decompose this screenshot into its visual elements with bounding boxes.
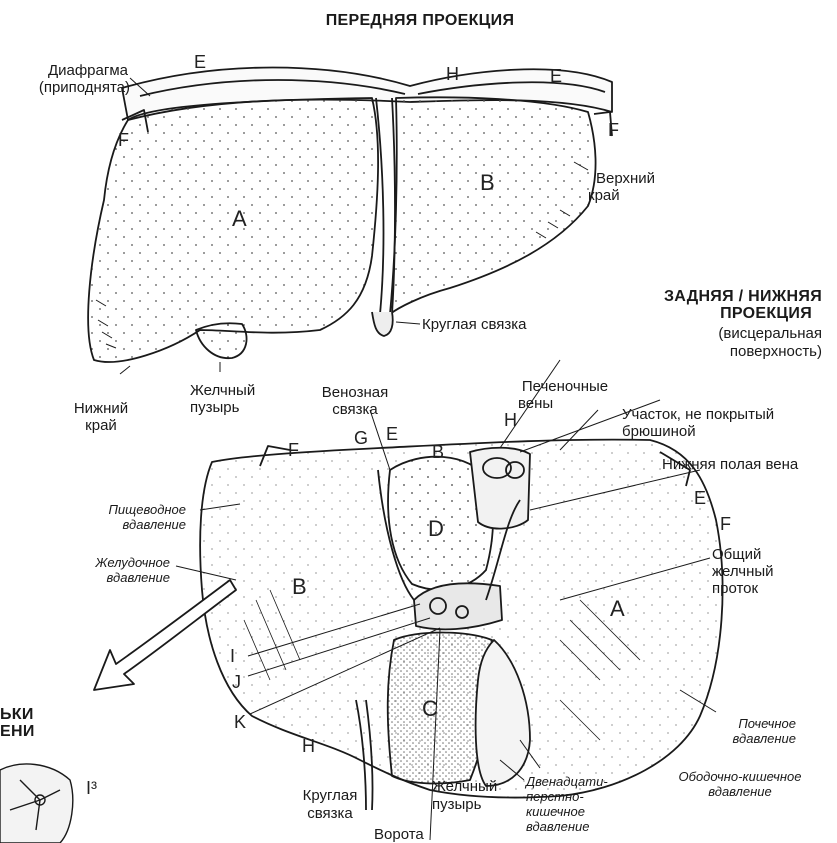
duodenal-label-line4: вдавление xyxy=(526,820,589,834)
diaphragm-label-line1: Диафрагма xyxy=(0,62,128,79)
renal-label-line2: вдавление xyxy=(690,732,796,746)
posterior-gallbladder-label-line1: Желчный xyxy=(432,778,497,795)
upper-edge-label-line1: Верхний xyxy=(596,170,655,187)
lower-edge-label-line1: Нижний xyxy=(56,400,146,417)
esophageal-label-line2: вдавление xyxy=(60,518,186,532)
round-ligament-stub xyxy=(372,312,393,336)
letter-c-posterior: C xyxy=(422,696,438,722)
letter-e-posterior: E xyxy=(386,424,398,445)
letter-b-posterior-small: B xyxy=(432,442,444,463)
upper-edge-label-line2: край xyxy=(588,187,620,204)
letter-f-anterior-right: F xyxy=(608,120,619,141)
letter-e-anterior-left: E xyxy=(194,52,206,73)
round-ligament-label: Круглая связка xyxy=(422,316,526,333)
cut-title-line1: ЬКИ xyxy=(0,706,34,723)
anterior-left-lobe xyxy=(390,97,596,314)
letter-d-posterior: D xyxy=(428,516,444,542)
gastric-label-line2: вдавление xyxy=(60,571,170,585)
letter-e-anterior-right: E xyxy=(550,66,562,87)
letter-k-posterior: K xyxy=(234,712,246,733)
anterior-gallbladder-label-line2: пузырь xyxy=(190,399,239,416)
letter-f-posterior-left: F xyxy=(288,440,299,461)
hepatic-veins-label-line1: Печеночные xyxy=(510,378,620,395)
anterior-gallbladder xyxy=(196,323,247,358)
letter-b-anterior: B xyxy=(480,170,495,196)
posterior-gallbladder-label-line2: пузырь xyxy=(432,796,481,813)
anterior-gallbladder-label-line1: Желчный xyxy=(190,382,255,399)
letter-g-posterior: G xyxy=(354,428,368,449)
posterior-round-ligament-label-line1: Круглая xyxy=(290,787,370,804)
venous-ligament-label-line2: связка xyxy=(300,401,410,418)
letter-h-posterior-bottom: H xyxy=(302,736,315,757)
posterior-title-line1: ЗАДНЯЯ / НИЖНЯЯ xyxy=(560,288,822,305)
venous-ligament-label-line1: Венозная xyxy=(300,384,410,401)
letter-e-posterior-right: E xyxy=(694,488,706,509)
ivc-label: Нижняя полая вена xyxy=(662,456,798,473)
anterior-title: ПЕРЕДНЯЯ ПРОЕКЦИЯ xyxy=(285,12,555,29)
posterior-subtitle-line1: (висцеральная xyxy=(560,325,822,342)
colic-label-line2: вдавление xyxy=(660,785,820,799)
porta-label: Ворота xyxy=(374,826,424,843)
cut-title-line2: ЕНИ xyxy=(0,723,35,740)
inferior-vena-cava xyxy=(470,448,530,529)
cbd-label-line1: Общий xyxy=(712,546,761,563)
duodenal-label-line2: перстно- xyxy=(526,790,584,804)
colic-label-line1: Ободочно-кишечное xyxy=(660,770,820,784)
posterior-subtitle-line2: поверхность) xyxy=(560,343,822,360)
hepatic-veins-label-line2: вены xyxy=(518,395,553,412)
letter-a-posterior: A xyxy=(610,596,625,622)
cbd-label-line2: желчный xyxy=(712,563,774,580)
letter-i-posterior: I xyxy=(230,646,235,667)
inset-fragment xyxy=(0,764,73,843)
lower-edge-label-line2: край xyxy=(56,417,146,434)
renal-label-line1: Почечное xyxy=(690,717,796,731)
bare-area-label-line1: Участок, не покрытый xyxy=(622,406,774,423)
posterior-title-line2: ПРОЕКЦИЯ xyxy=(560,305,812,322)
letter-i3-inset: I³ xyxy=(86,778,97,799)
gastric-label-line1: Желудочное xyxy=(60,556,170,570)
letter-h-anterior: H xyxy=(446,64,459,85)
letter-b-posterior: B xyxy=(292,574,307,600)
letter-f-anterior-left: F xyxy=(118,130,129,151)
letter-f-posterior-right: F xyxy=(720,514,731,535)
letter-a-anterior: A xyxy=(232,206,247,232)
diaphragm-label-line2: (приподнята) xyxy=(0,79,130,96)
letter-h-posterior-top: H xyxy=(504,410,517,431)
bare-area-label-line2: брюшиной xyxy=(622,423,696,440)
esophageal-label-line1: Пищеводное xyxy=(60,503,186,517)
duodenal-label-line3: кишечное xyxy=(526,805,585,819)
posterior-round-ligament-label-line2: связка xyxy=(290,805,370,822)
letter-j-posterior: J xyxy=(232,672,241,693)
cbd-label-line3: проток xyxy=(712,580,758,597)
duodenal-label-line1: Двенадцати- xyxy=(526,775,608,789)
anterior-liver xyxy=(88,68,612,375)
